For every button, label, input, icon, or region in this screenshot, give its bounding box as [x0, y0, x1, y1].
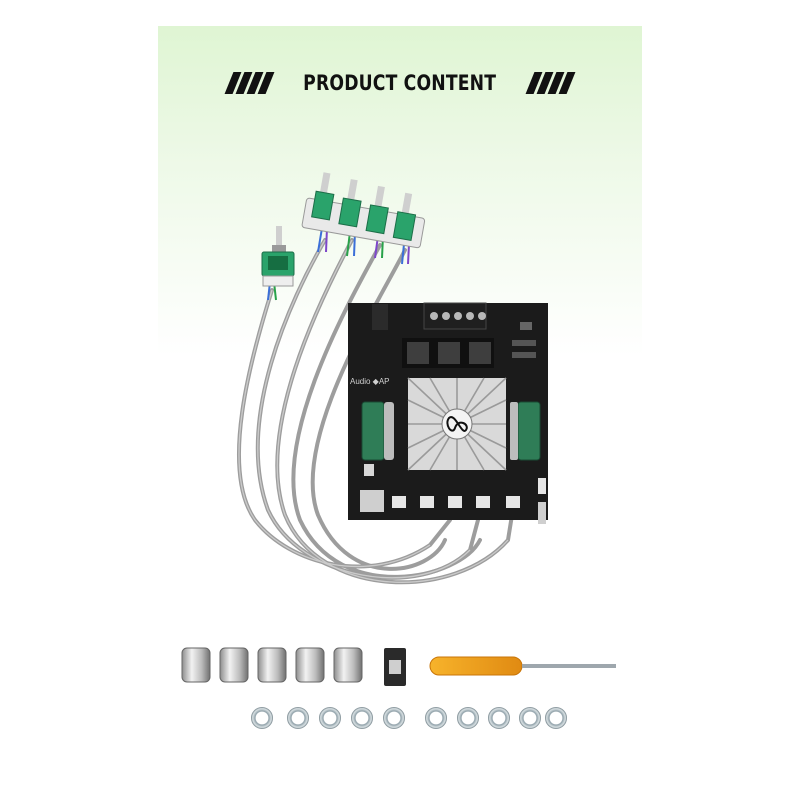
section-header: PRODUCT CONTENT — [158, 66, 642, 100]
washer — [319, 707, 341, 729]
board-silkscreen-label: Audio ◆AP — [350, 377, 390, 386]
knob-cap — [219, 647, 249, 683]
washer — [519, 707, 541, 729]
washer — [251, 707, 273, 729]
knob-cap — [181, 647, 211, 683]
knob-cap — [333, 647, 363, 683]
knob-cap — [257, 647, 287, 683]
washers — [251, 707, 567, 729]
washer — [287, 707, 309, 729]
washer — [488, 707, 510, 729]
screwdriver — [429, 656, 616, 676]
knob-board-single — [261, 226, 295, 287]
washer — [351, 707, 373, 729]
knob-board-quad — [301, 172, 426, 249]
amplifier-board — [348, 302, 548, 524]
washer — [383, 707, 405, 729]
jumper-clip — [384, 648, 406, 686]
knob-caps — [181, 647, 363, 683]
washer — [425, 707, 447, 729]
washer — [545, 707, 567, 729]
knob-cap — [295, 647, 325, 683]
section-title: PRODUCT CONTENT — [303, 71, 497, 95]
washer — [457, 707, 479, 729]
